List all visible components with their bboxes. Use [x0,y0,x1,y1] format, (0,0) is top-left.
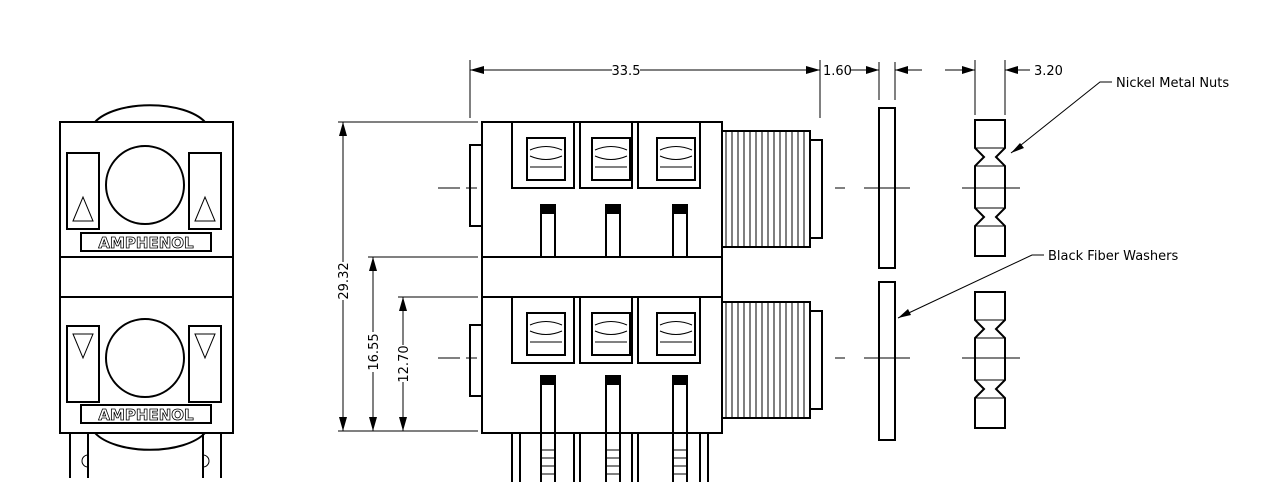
dimension-nut-thickness: 3.20 [1034,64,1063,79]
callout-nickel-metal-nuts: Nickel Metal Nuts [1116,76,1229,91]
dimension-height-total: 29.32 [337,262,352,299]
side-view: 33.5 29.32 16.55 12.70 [337,60,845,482]
washer-view: 1.60 [823,62,922,441]
callouts: Nickel Metal Nuts Black Fiber Washers [897,76,1229,319]
dimension-height-lower: 12.70 [397,345,412,382]
thread-upper [721,130,823,248]
dimension-height-mid: 16.55 [367,333,382,370]
jack-opening-upper [105,145,185,225]
brand-label-lower: AMPHENOL [98,406,194,424]
nut-view: 3.20 [945,60,1063,429]
callout-black-fiber-washers: Black Fiber Washers [1048,249,1179,264]
thread-lower [721,301,823,419]
washer-lower [878,281,896,441]
jack-opening-lower [105,318,185,398]
dimension-width: 33.5 [612,64,641,79]
dimension-washer-thickness: 1.60 [823,64,852,79]
front-view: AMPHENOL AMPHENOL [59,104,234,478]
brand-label-upper: AMPHENOL [98,234,194,252]
